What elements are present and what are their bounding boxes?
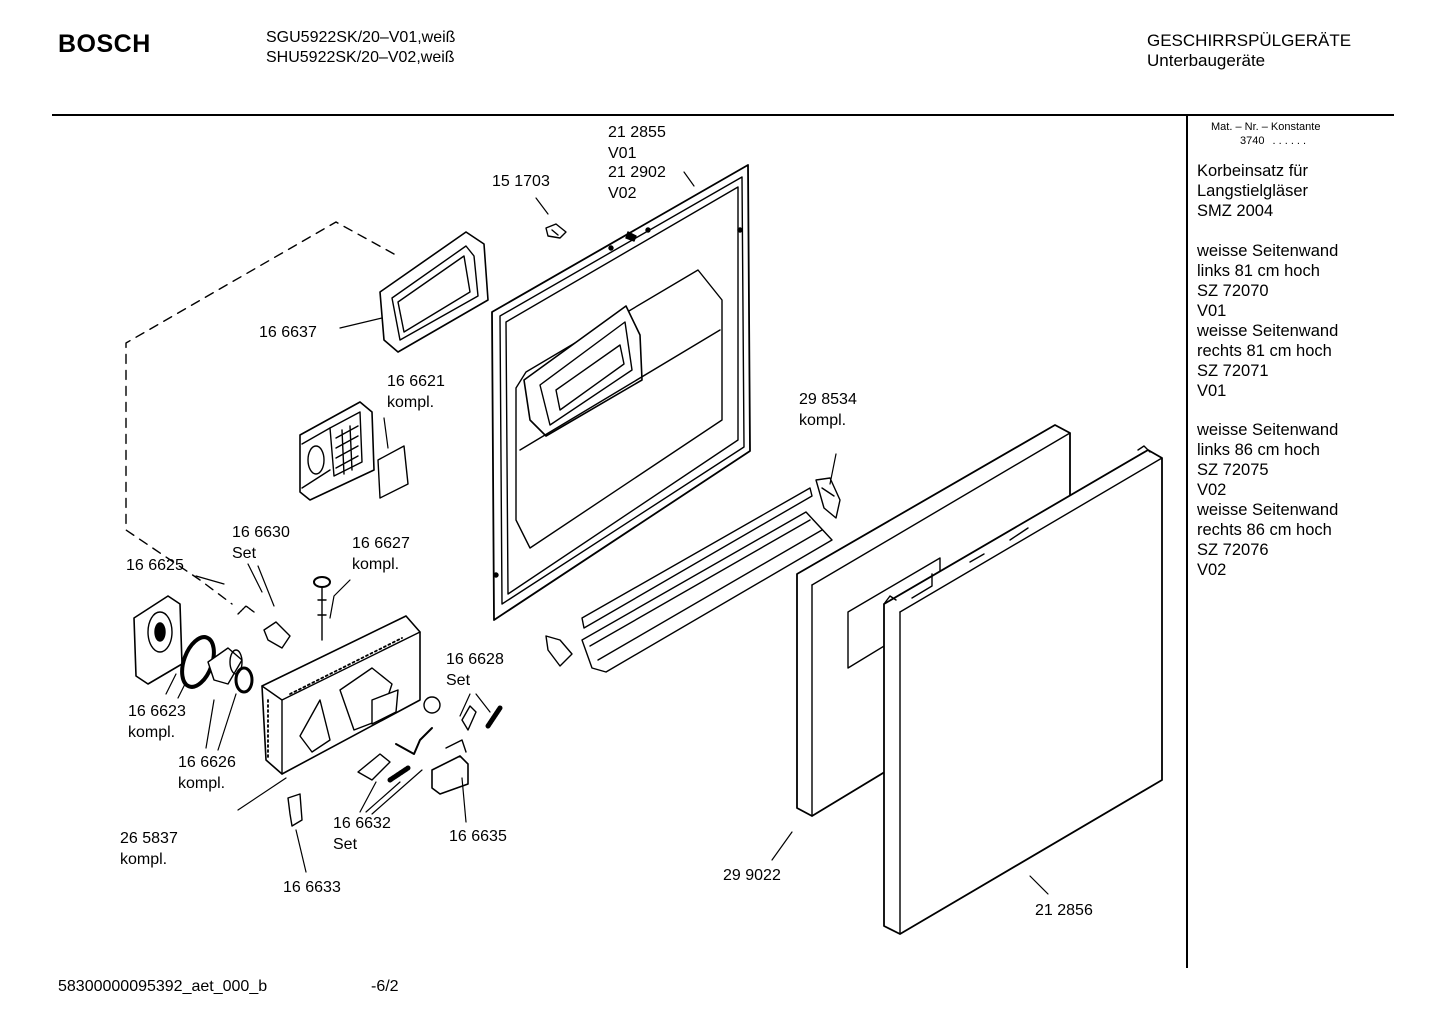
inner-door-panel — [491, 164, 751, 621]
brand-logo: BOSCH — [58, 30, 151, 58]
model-line-2: SHU5922SK/20–V02,weiß — [266, 49, 455, 66]
actuator-pin — [313, 576, 331, 641]
seal-ring-166626 — [234, 666, 254, 694]
clip-part — [287, 793, 303, 827]
accessory-line: SMZ 2004 — [1197, 202, 1274, 220]
hinge-bracket-298534 — [815, 477, 841, 519]
part-label-151703: 15 1703 — [492, 173, 550, 190]
bottom-rail — [581, 487, 833, 673]
part-label-166633: 16 6633 — [283, 879, 341, 896]
hinge-left — [545, 635, 573, 667]
part-label-166625: 16 6625 — [126, 557, 184, 574]
accessory-line: V01 — [1197, 302, 1227, 320]
accessory-1: weisse Seitenwand links 81 cm hoch SZ 72… — [1197, 241, 1338, 321]
accessory-line: weisse Seitenwand — [1197, 322, 1339, 340]
accessory-line: weisse Seitenwand — [1197, 501, 1339, 519]
accessory-4: weisse Seitenwand rechts 86 cm hoch SZ 7… — [1197, 500, 1338, 580]
accessory-0: Korbeinsatz für Langstielgläser SMZ 2004 — [1197, 161, 1308, 221]
dispenser-cap — [133, 595, 183, 685]
dispenser-cover — [299, 401, 375, 501]
micro-switch — [431, 739, 469, 795]
accessory-2: weisse Seitenwand rechts 81 cm hoch SZ 7… — [1197, 321, 1338, 401]
accessory-line: V02 — [1197, 561, 1227, 579]
part-label-166635: 16 6635 — [449, 828, 507, 845]
accessory-line: links 81 cm hoch — [1197, 262, 1320, 280]
accessory-3: weisse Seitenwand links 86 cm hoch SZ 72… — [1197, 420, 1338, 500]
accessory-line: V02 — [1197, 481, 1227, 499]
category-subtitle: Unterbaugeräte — [1147, 51, 1266, 70]
spring-set-166630 — [237, 605, 291, 649]
document-id: 58300000095392_aet_000_b — [58, 978, 268, 995]
material-number-value: 3740 — [1240, 135, 1265, 147]
valve-part — [207, 647, 243, 685]
accessory-line: Korbeinsatz für — [1197, 162, 1308, 180]
accessory-line: rechts 81 cm hoch — [1197, 342, 1332, 360]
accessory-line: V01 — [1197, 382, 1227, 400]
part-label-212856: 21 2856 — [1035, 902, 1093, 919]
part-label-166637: 16 6637 — [259, 324, 317, 341]
dispenser-housing — [261, 615, 421, 775]
material-number-dots: . . . . . . — [1272, 135, 1307, 147]
header-divider — [52, 114, 1394, 116]
accessory-line: links 86 cm hoch — [1197, 441, 1320, 459]
accessory-line: SZ 72071 — [1197, 362, 1269, 380]
spring-set-166632 — [357, 727, 433, 783]
side-panel — [883, 445, 1163, 935]
accessory-line: SZ 72070 — [1197, 282, 1269, 300]
material-number-block: Mat. – Nr. – Konstante 3740 . . . . . . — [1211, 120, 1320, 148]
material-number-label: Mat. – Nr. – Konstante — [1211, 121, 1321, 133]
category-title: GESCHIRRSPÜLGERÄTE — [1147, 31, 1352, 50]
model-line-1: SGU5922SK/20–V01,weiß — [266, 29, 456, 46]
leader-lines — [165, 171, 1049, 895]
accessory-line: weisse Seitenwand — [1197, 242, 1339, 260]
accessory-line: Langstielgläser — [1197, 182, 1308, 200]
seal-plate — [377, 445, 409, 499]
assembly-dashed-line — [125, 221, 395, 605]
sidebar-divider — [1186, 116, 1188, 968]
accessory-line: SZ 72075 — [1197, 461, 1269, 479]
accessory-line: SZ 72076 — [1197, 541, 1269, 559]
accessory-line: weisse Seitenwand — [1197, 421, 1339, 439]
screw-part — [545, 223, 567, 239]
part-label-299022: 29 9022 — [723, 867, 781, 884]
dispenser-frame — [379, 231, 489, 353]
page-number: -6/2 — [371, 978, 399, 995]
spring-set-166628 — [423, 696, 503, 731]
accessory-line: rechts 86 cm hoch — [1197, 521, 1332, 539]
